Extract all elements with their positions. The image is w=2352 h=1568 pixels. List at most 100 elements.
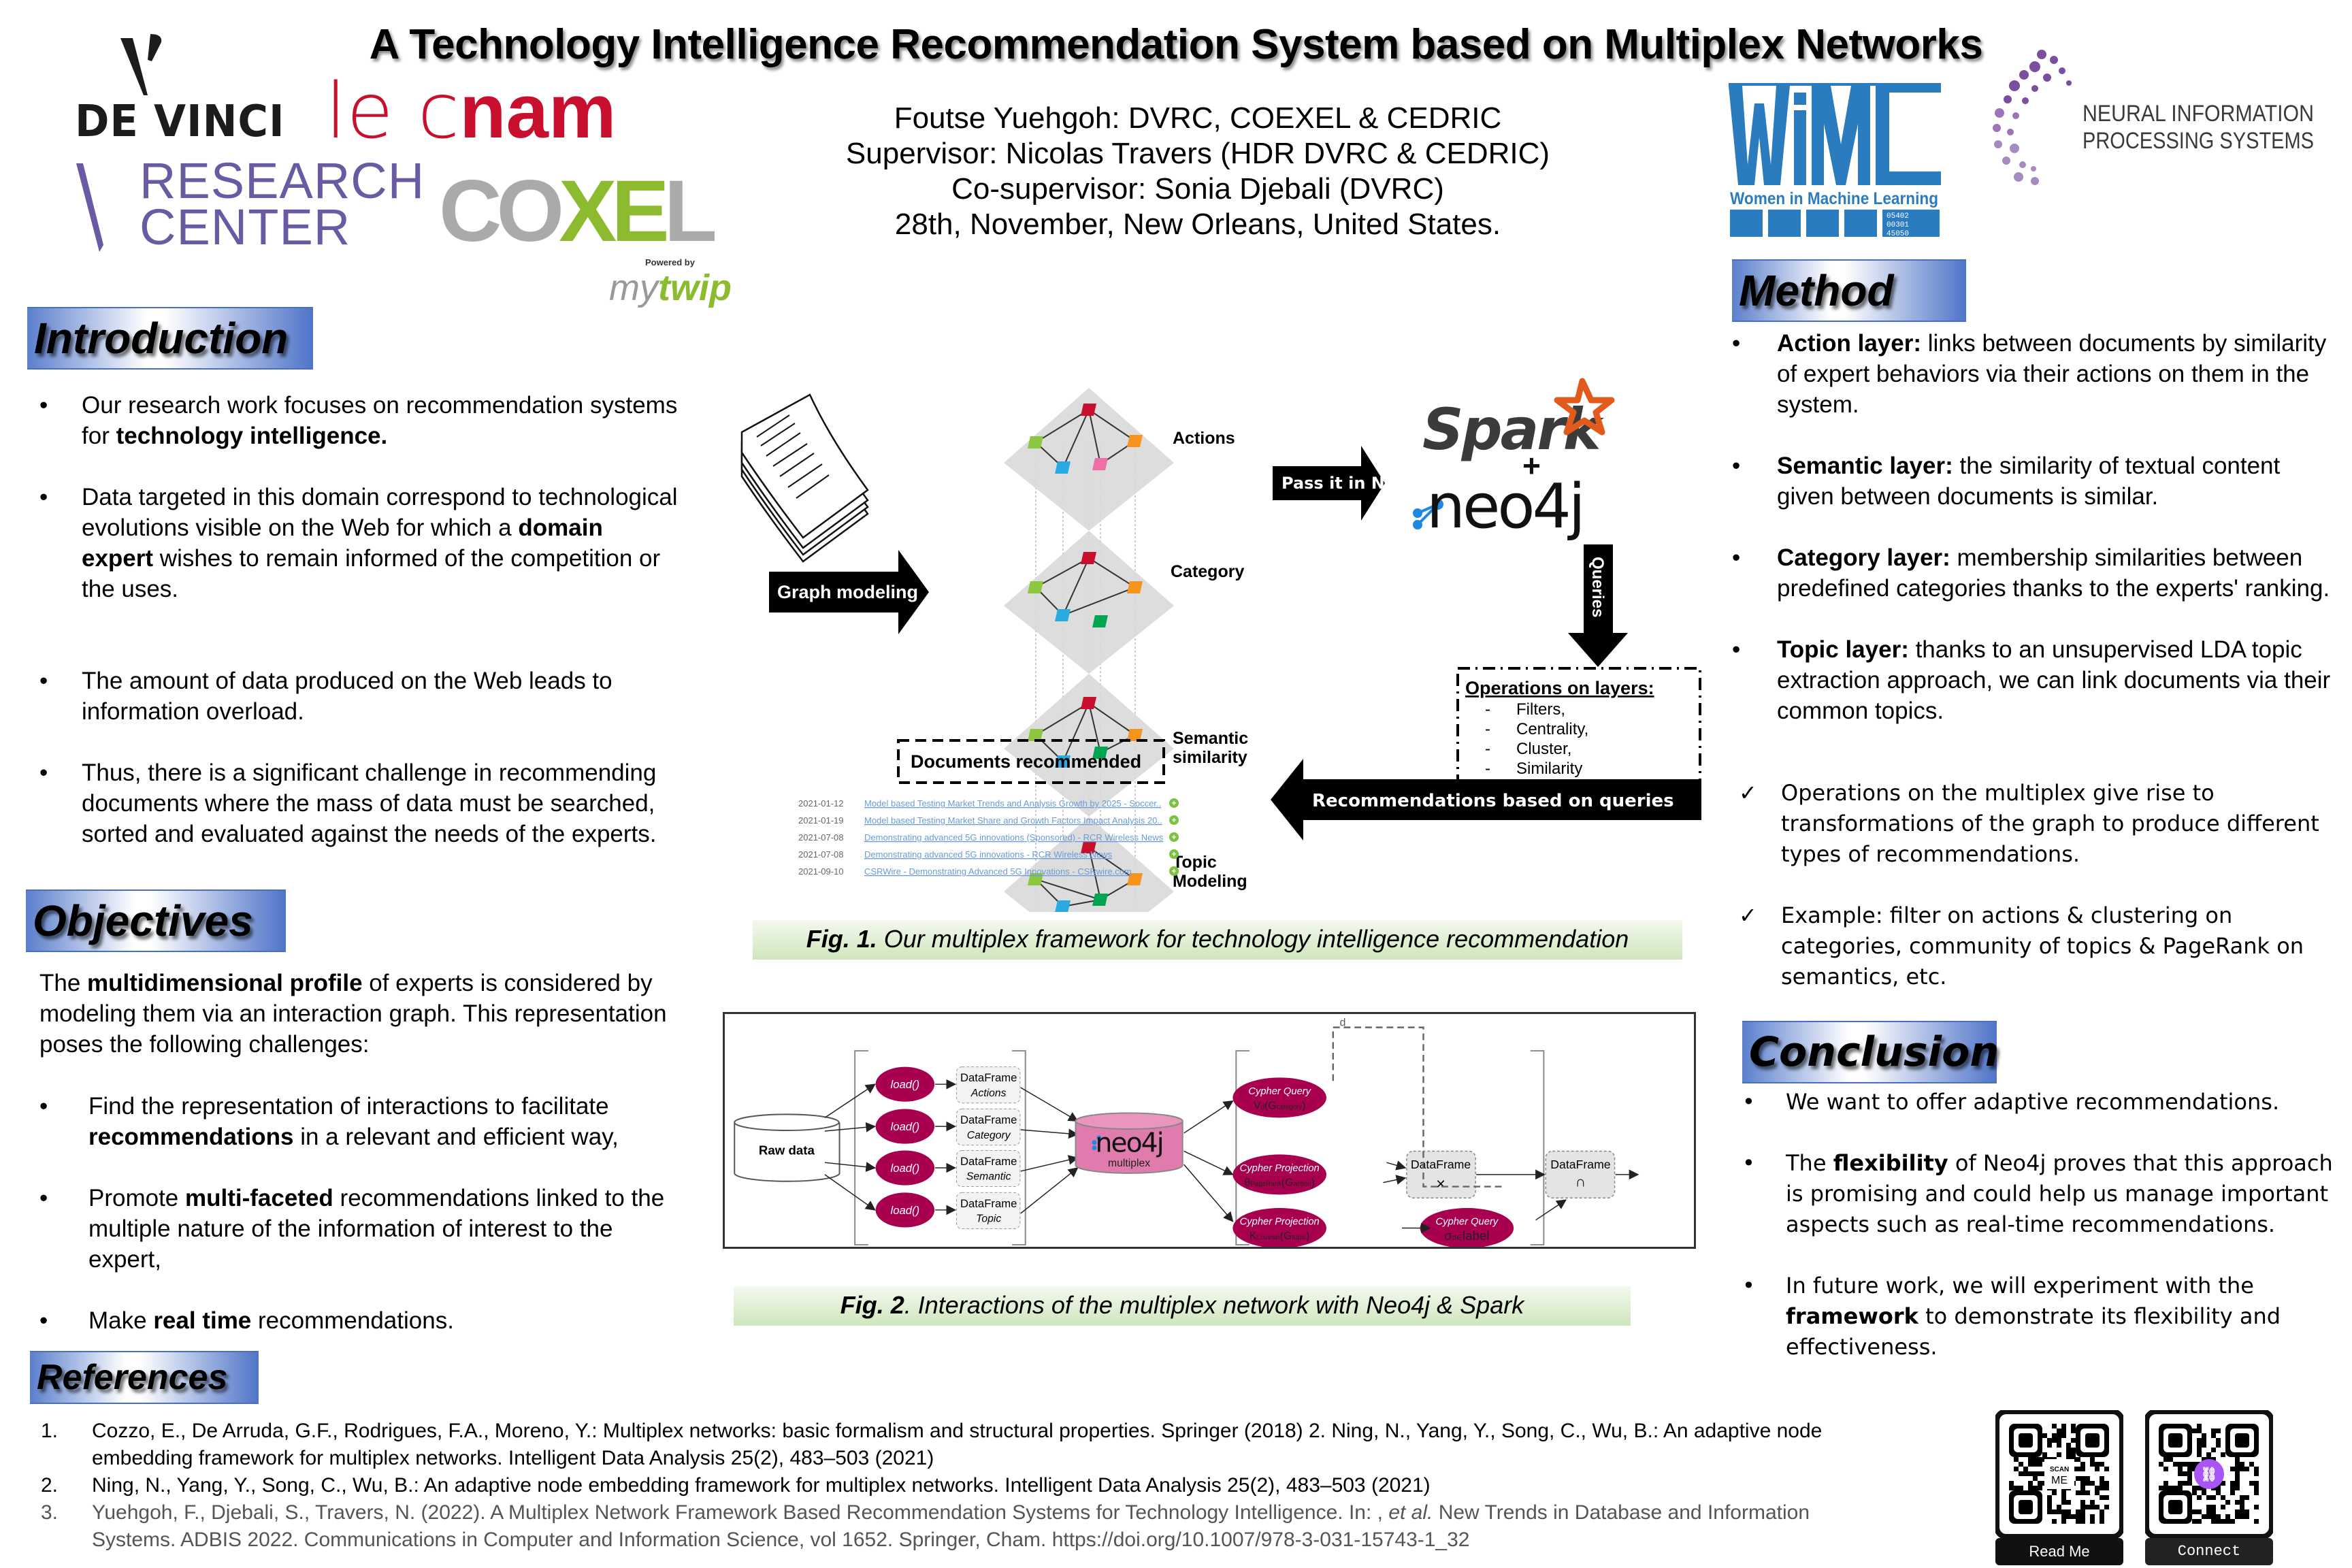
dataframe-intersection-label: DataFrame <box>1550 1158 1611 1171</box>
document-date: 2021-07-08 <box>798 849 844 860</box>
objectives-item: Promote multi-faceted recommendations li… <box>39 1183 672 1275</box>
layer-plane <box>1004 388 1174 531</box>
reference-item: 2.Ning, N., Yang, Y., Song, C., Wu, B.: … <box>34 1472 1872 1499</box>
text-bold: domain expert <box>82 514 603 572</box>
neurips-logo: NEURAL INFORMATION PROCESSING SYSTEMS <box>1993 50 2314 185</box>
operations-items: -Filters,-Centrality,-Cluster,-Similarit… <box>1485 700 1588 778</box>
read-me-label[interactable]: Read Me <box>1995 1538 2123 1565</box>
text-run: The <box>39 970 88 996</box>
research-center-bar-icon <box>76 163 103 252</box>
operation-item: Similarity <box>1516 760 1582 778</box>
layer-node <box>1081 404 1096 416</box>
qr-code-connect[interactable]: ⛓ <box>2144 1409 2274 1539</box>
text-run: to demonstrate its flexibility and effec… <box>1786 1303 2281 1360</box>
objectives-intro: The multidimensional profile of experts … <box>39 968 672 1060</box>
svg-text:+: + <box>1171 832 1176 842</box>
layer-edge <box>1035 409 1090 443</box>
neo4j-wordmark: neo4j <box>1426 471 1583 542</box>
add-document-icon <box>1169 832 1179 842</box>
layer-edge <box>1062 702 1090 762</box>
operation-item: Cluster, <box>1516 740 1571 758</box>
mytwip-my: my <box>609 267 658 308</box>
load-node <box>875 1109 935 1144</box>
venue-line: 28th, November, New Orleans, United Stat… <box>894 208 1501 241</box>
layer-node <box>1092 894 1108 906</box>
powered-by-label: Powered by <box>645 257 695 267</box>
plus-sign: + <box>1522 448 1541 483</box>
layer-node <box>1028 873 1043 885</box>
text-bold: real time <box>153 1307 252 1334</box>
cypher-op-formula: θPageRank(Gaction) <box>1244 1177 1314 1189</box>
check-item-text: Example: filter on actions & clustering … <box>1781 902 2304 990</box>
document-link: CSRWire - Demonstrating Advanced 5G Inno… <box>864 866 1132 877</box>
pass-label: Pass it in Neo4j <box>1281 474 1424 493</box>
layer-plane <box>1004 531 1174 674</box>
d-label: d <box>1340 1017 1346 1029</box>
dataframe-label: DataFrame <box>960 1071 1017 1084</box>
connect-label[interactable]: Connect <box>2145 1538 2273 1565</box>
text-run: wishes to remain informed of the competi… <box>82 545 661 602</box>
check-item: Operations on the multiplex give rise to… <box>1739 778 2338 870</box>
supervisor-line: Supervisor: Nicolas Travers (HDR DVRC & … <box>845 137 1550 170</box>
layer-edge <box>1035 879 1101 900</box>
references-list: 1.Cozzo, E., De Arruda, G.F., Rodrigues,… <box>34 1418 1872 1554</box>
layer-edge <box>1088 702 1101 753</box>
method-list: Action layer: links between documents by… <box>1732 328 2338 726</box>
link-icon <box>2194 1459 2224 1489</box>
neurips-line1: NEURAL INFORMATION <box>2082 101 2314 127</box>
figure-2-caption-text: . Interactions of the multiplex network … <box>904 1291 1524 1319</box>
dataframe-node <box>956 1066 1021 1104</box>
research-center-logo: RESEARCH CENTER <box>140 152 425 252</box>
method-item: Action layer: links between documents by… <box>1732 328 2338 420</box>
layer-node <box>1127 581 1143 593</box>
text-run: in a relevant and efficient way, <box>293 1124 619 1150</box>
recommendations-label: Recommendations based on queries <box>1312 791 1674 811</box>
multiplex-layers: ActionsCategorySemanticsimilarityTopicMo… <box>1004 388 1248 912</box>
text-run: Find the representation of interactions … <box>88 1093 609 1120</box>
layer-edge <box>1088 702 1136 736</box>
svg-text:ME: ME <box>2051 1475 2068 1486</box>
reference-text: Yuehgoh, F., Djebali, S., Travers, N. (2… <box>92 1501 1389 1524</box>
operation-dash: - <box>1485 740 1490 758</box>
objectives-list: Find the representation of interactions … <box>39 1091 672 1336</box>
svg-text:+: + <box>1171 849 1176 859</box>
research-center-line1: RESEARCH <box>140 152 425 209</box>
layer-node <box>1028 436 1043 448</box>
neurips-dots-icon <box>1993 50 2072 185</box>
text-run: Our research work focuses on recommendat… <box>82 392 678 449</box>
operation-dash: - <box>1485 700 1490 719</box>
multiplex-label: multiplex <box>1108 1158 1150 1169</box>
layer-label: Actions <box>1173 429 1235 448</box>
wiml-digits-1: 05402 <box>1886 212 1909 220</box>
operation-item: Centrality, <box>1516 720 1588 738</box>
conclusion-list: We want to offer adaptive recommendation… <box>1742 1087 2341 1362</box>
intersection-symbol: ∩ <box>1575 1173 1586 1190</box>
method-heading: Method <box>1732 259 1966 322</box>
coexel-co: CO <box>439 163 564 260</box>
layer-edge <box>1088 557 1136 588</box>
layer-node <box>1081 841 1096 853</box>
pass-to-neo4j-arrow: Pass it in Neo4j <box>1273 446 1424 521</box>
neo4j-logo: neo4j <box>1413 471 1586 542</box>
svg-text:+: + <box>1171 866 1176 876</box>
conclusion-item: We want to offer adaptive recommendation… <box>1742 1087 2341 1117</box>
figure-2-caption-label: Fig. 2 <box>840 1291 904 1319</box>
co-supervisor-line: Co-supervisor: Sonia Djebali (DVRC) <box>951 172 1444 206</box>
layer-node <box>1127 729 1143 741</box>
dataframe-label: DataFrame <box>960 1197 1017 1210</box>
text-run: Thus, there is a significant challenge i… <box>82 760 657 847</box>
reference-italic: et al. <box>1388 1501 1433 1524</box>
text-run: Data targeted in this domain correspond … <box>82 484 678 541</box>
objectives-heading: Objectives <box>26 889 286 952</box>
layer-node <box>1127 873 1143 885</box>
poster-title: A Technology Intelligence Recommendation… <box>0 20 2352 69</box>
layer-node <box>1081 552 1096 564</box>
cypher-op-node <box>1232 1077 1326 1118</box>
text-run: The <box>1786 1150 1833 1176</box>
cnam-logo: le cnam <box>325 74 617 150</box>
load-label: load() <box>891 1162 920 1175</box>
load-node <box>875 1192 935 1228</box>
cnam-logo-thin: le c <box>325 67 460 156</box>
method-item: Topic layer: thanks to an unsupervised L… <box>1732 634 2338 726</box>
